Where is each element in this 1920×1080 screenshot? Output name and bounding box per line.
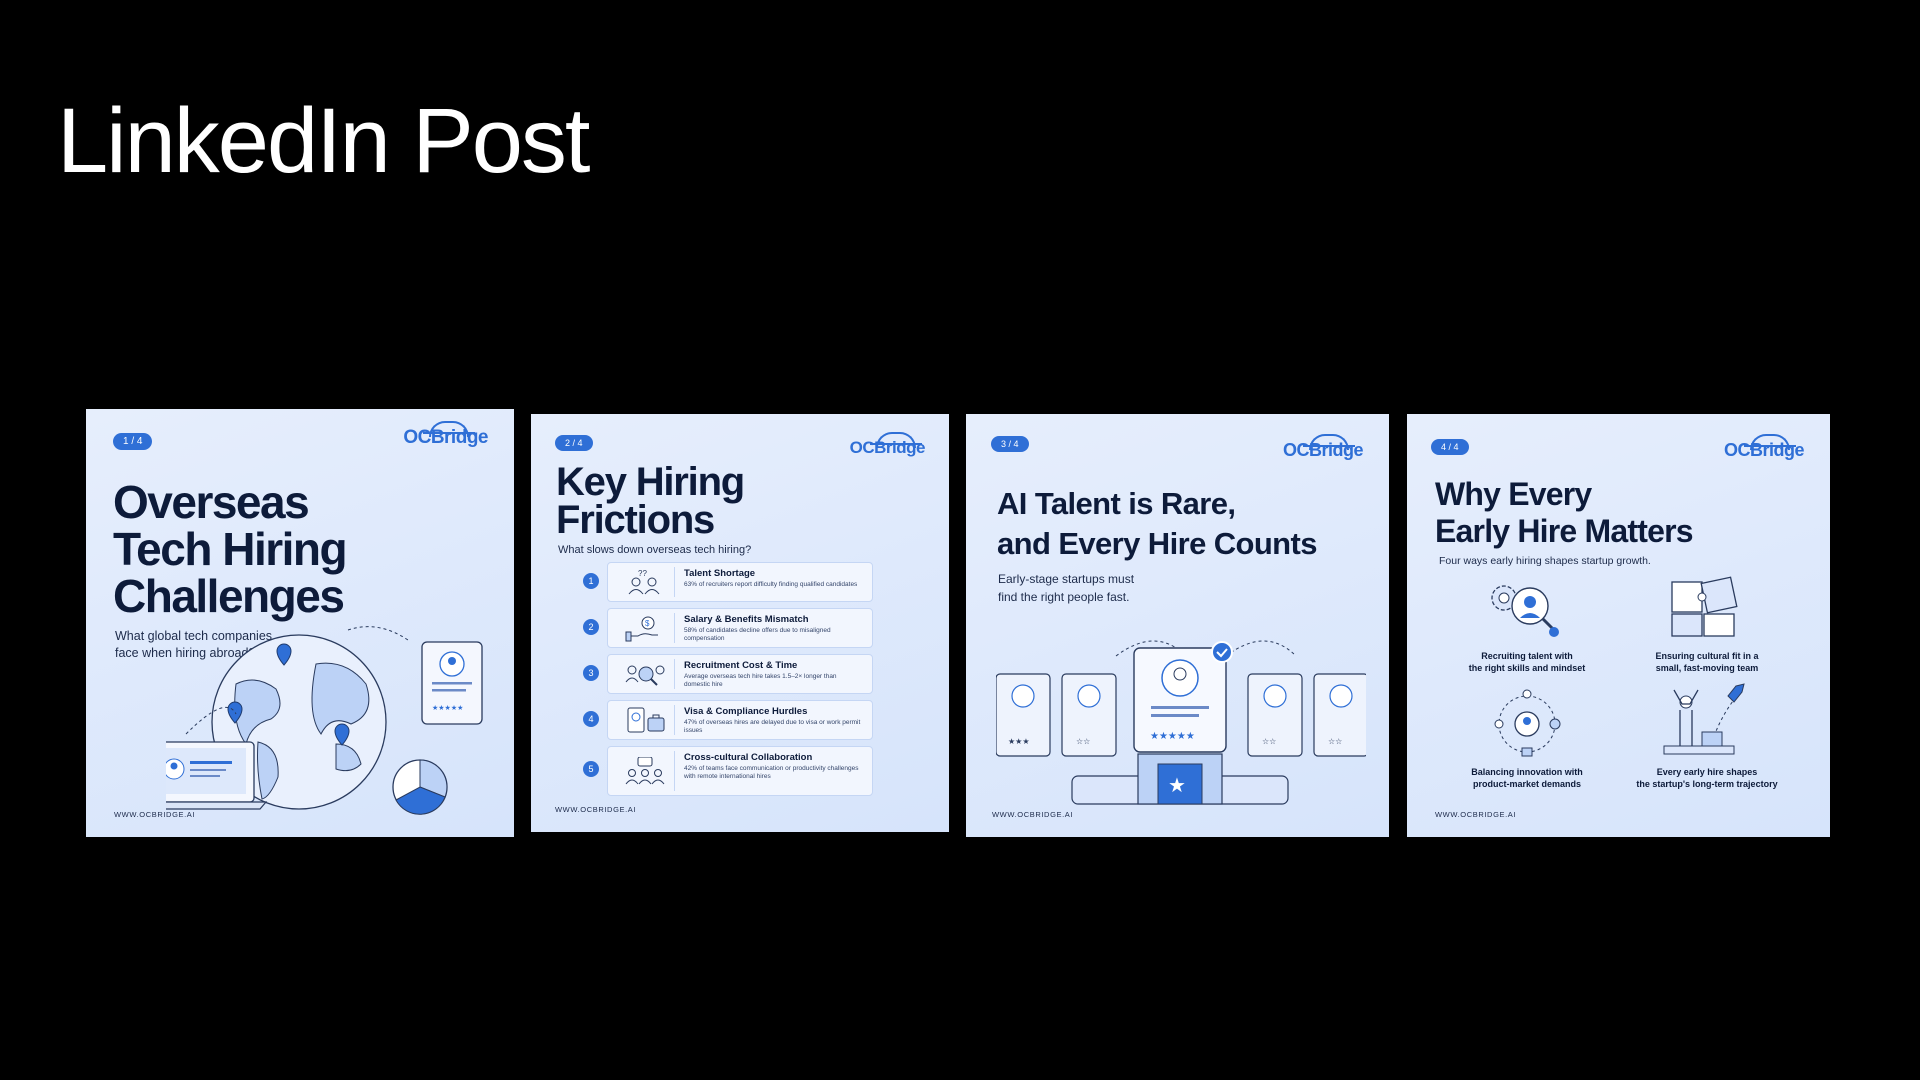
item-desc: Average overseas tech hire takes 1.5–2× … [684, 673, 837, 689]
passport-icon [627, 707, 665, 733]
pie-chart-icon [392, 759, 448, 815]
friction-list: 1 ?? Talent Shortage 63% of recruiters r… [583, 562, 883, 802]
friction-card: $ Salary & Benefits Mismatch 58% of cand… [607, 608, 873, 648]
item-title: Cross-cultural Collaboration [684, 752, 813, 763]
svg-text:☆☆: ☆☆ [1262, 737, 1276, 746]
item-title: Recruitment Cost & Time [684, 660, 798, 671]
rocket-team-icon [1663, 683, 1745, 755]
list-item[interactable]: 1 ?? Talent Shortage 63% of recruiters r… [583, 562, 883, 602]
list-item[interactable]: 5 Cross-cultural Collaboration 42% of te… [583, 746, 883, 796]
item-title: Talent Shortage [684, 568, 756, 579]
slide-footer-url[interactable]: WWW.OCBRIDGE.AI [114, 810, 196, 819]
candidate-podium-illustration: ★★★ ☆☆ ☆☆ ☆☆ ★★★★★ ★ [996, 640, 1366, 805]
slide-1[interactable]: 1 / 4 OCBridge Overseas Tech Hiring Chal… [86, 409, 514, 837]
search-people-icon [625, 665, 665, 686]
slide-subtitle: Four ways early hiring shapes startup gr… [1439, 555, 1651, 567]
slide-4[interactable]: 4 / 4 OCBridge Why Every Early Hire Matt… [1407, 414, 1830, 837]
slide-3[interactable]: 3 / 4 OCBridge AI Talent is Rare, and Ev… [966, 414, 1389, 837]
slide-subtitle: What slows down overseas tech hiring? [558, 544, 752, 556]
brand-logo: OCBridge [1283, 434, 1364, 461]
slide-footer-url[interactable]: WWW.OCBRIDGE.AI [992, 810, 1074, 819]
svg-text:★★★★★: ★★★★★ [1150, 731, 1195, 742]
slide-footer-url[interactable]: WWW.OCBRIDGE.AI [555, 805, 637, 814]
slide-2[interactable]: 2 / 4 OCBridge Key Hiring Frictions What… [531, 414, 949, 832]
globe-hiring-illustration: ★★★★★ [166, 626, 483, 815]
bridge-icon [1743, 434, 1796, 450]
location-pin-icon [227, 643, 350, 746]
orbit-person-icon [1494, 689, 1561, 757]
item-number: 1 [583, 573, 599, 589]
gear-search-icon [1491, 585, 1559, 637]
friction-card: Visa & Compliance Hurdles 47% of oversea… [607, 700, 873, 740]
people-question-icon: ?? [628, 569, 660, 595]
svg-text:☆☆: ☆☆ [1328, 737, 1342, 746]
profile-card-icon: ★★★★★ [421, 641, 483, 725]
svg-text:☆☆: ☆☆ [1076, 737, 1090, 746]
svg-text:★★★★★: ★★★★★ [432, 704, 463, 712]
svg-text:$: $ [645, 619, 650, 628]
podium-icon: ★ [1071, 753, 1289, 805]
brand-logo: OCBridge [850, 432, 926, 458]
item-title: Visa & Compliance Hurdles [684, 706, 808, 717]
list-item[interactable]: 2 $ Salary & Benefits Mismatch 58% of ca… [583, 608, 883, 648]
profile-card-icon [996, 673, 1366, 757]
item-desc: 42% of teams face communication or produ… [684, 765, 859, 781]
puzzle-icon [1671, 576, 1738, 637]
slide-title: AI Talent is Rare, and Every Hire Counts [997, 486, 1317, 561]
svg-text:??: ?? [638, 569, 647, 578]
friction-card: ?? Talent Shortage 63% of recruiters rep… [607, 562, 873, 602]
featured-candidate-icon: ★★★★★ [1133, 641, 1233, 753]
slide-badge: 4 / 4 [1431, 439, 1469, 455]
item-number: 2 [583, 619, 599, 635]
item-number: 5 [583, 761, 599, 777]
benefit-caption: Recruiting talent with the right skills … [1468, 651, 1586, 674]
svg-text:★★★: ★★★ [1008, 737, 1030, 746]
item-desc: 58% of candidates decline offers due to … [684, 627, 831, 643]
laptop-icon [166, 741, 268, 810]
item-desc: 63% of recruiters report difficulty find… [684, 581, 858, 588]
benefit-caption: Ensuring cultural fit in a small, fast-m… [1655, 651, 1759, 674]
slide-title: Key Hiring Frictions [556, 460, 745, 542]
bridge-icon [423, 421, 476, 437]
page-title: LinkedIn Post [57, 90, 590, 192]
slide-badge: 1 / 4 [113, 433, 153, 450]
slide-subtitle: Early-stage startups must find the right… [998, 572, 1135, 604]
slide-title: Why Every Early Hire Matters [1435, 476, 1694, 549]
bridge-icon [1302, 434, 1355, 450]
team-chat-icon [625, 757, 665, 785]
list-item[interactable]: 3 Recruitment Cost & Time Average overse… [583, 654, 883, 694]
list-item[interactable]: 4 Visa & Compliance Hurdles 47% of overs… [583, 700, 883, 740]
item-number: 3 [583, 665, 599, 681]
bridge-icon [869, 432, 922, 448]
slide-subtitle: What global tech companies face when hir… [115, 629, 273, 660]
brand-logo: OCBridge [1724, 434, 1805, 461]
benefit-caption: Every early hire shapes the startup's lo… [1636, 767, 1778, 790]
item-desc: 47% of overseas hires are delayed due to… [684, 719, 861, 735]
friction-card: Recruitment Cost & Time Average overseas… [607, 654, 873, 694]
slide-badge: 3 / 4 [991, 436, 1029, 452]
slide-footer-url[interactable]: WWW.OCBRIDGE.AI [1435, 810, 1517, 819]
svg-text:★: ★ [1168, 773, 1186, 797]
brand-logo: OCBridge [403, 421, 488, 449]
hand-coin-icon: $ [625, 616, 658, 642]
item-number: 4 [583, 711, 599, 727]
slide-title: Overseas Tech Hiring Challenges [113, 476, 348, 622]
item-title: Salary & Benefits Mismatch [684, 614, 809, 625]
benefit-caption: Balancing innovation with product-market… [1471, 767, 1583, 790]
globe-icon [211, 634, 387, 810]
slide-badge: 2 / 4 [555, 435, 593, 451]
friction-card: Cross-cultural Collaboration 42% of team… [607, 746, 873, 796]
